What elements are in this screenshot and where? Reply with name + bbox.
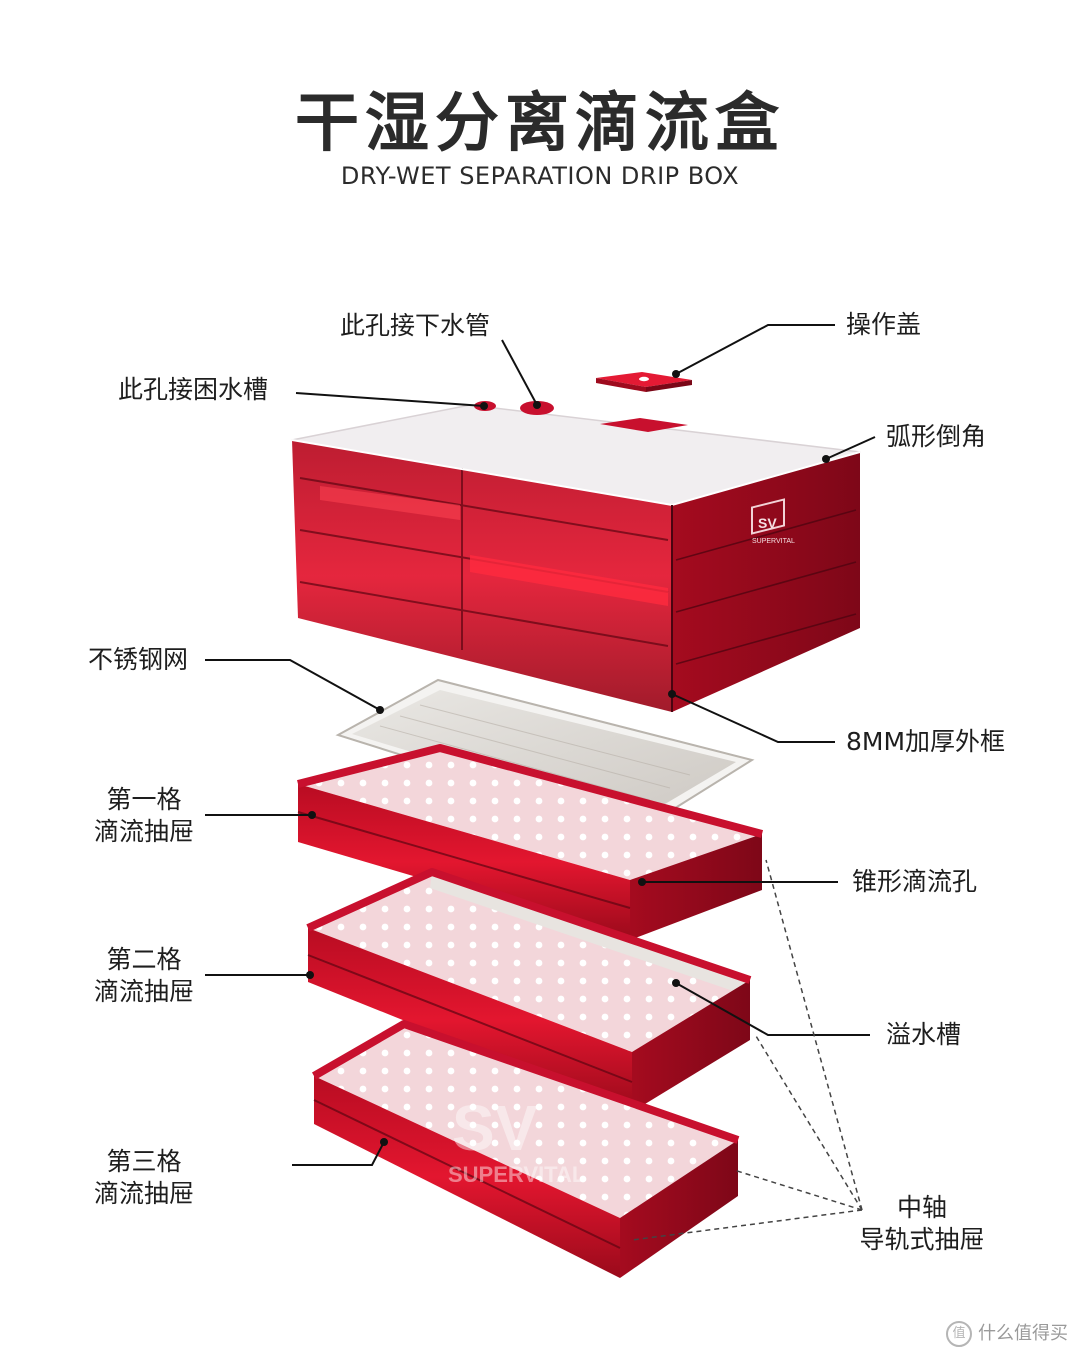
label-operation-lid: 操作盖: [846, 310, 922, 339]
box-side-face: [672, 452, 860, 712]
label-overflow-groove: 溢水槽: [886, 1020, 962, 1049]
page-title: 干湿分离滴流盒: [295, 87, 785, 161]
steel-mesh-panel: [335, 678, 755, 832]
label-drawer-1: 第一格 滴流抽屉: [88, 784, 200, 848]
drawer-3: SV SUPERVITAL: [311, 1020, 740, 1278]
svg-text:SUPERVITAL: SUPERVITAL: [448, 1162, 585, 1187]
page-subtitle: DRY-WET SEPARATION DRIP BOX: [340, 162, 740, 190]
label-drawer-3-line1: 第三格: [106, 1147, 182, 1176]
label-rail-line2: 导轨式抽屉: [859, 1225, 985, 1254]
label-drain-pipe-hole: 此孔接下水管: [340, 311, 491, 340]
operation-lid: [596, 372, 692, 392]
drawer-2: [306, 868, 752, 1112]
label-rail: 中轴 导轨式抽屉: [852, 1192, 992, 1256]
label-drawer-2-line2: 滴流抽屉: [93, 977, 194, 1006]
lid-opening: [600, 418, 688, 432]
outer-box: SV SUPERVITAL: [291, 401, 861, 712]
svg-text:SV: SV: [452, 1092, 538, 1164]
watermark-text: 什么值得买: [978, 1323, 1068, 1344]
drawer-1: [297, 744, 764, 940]
label-drawer-3: 第三格 滴流抽屉: [88, 1146, 200, 1210]
label-rail-line1: 中轴: [896, 1193, 947, 1222]
label-trap-tank-hole: 此孔接困水槽: [118, 375, 269, 404]
label-thick-frame: 8MM加厚外框: [846, 727, 1006, 756]
label-drawer-2: 第二格 滴流抽屉: [88, 944, 200, 1008]
watermark: 值什么值得买: [946, 1319, 1068, 1347]
label-drawer-1-line2: 滴流抽屉: [93, 817, 194, 846]
label-drawer-1-line1: 第一格: [106, 785, 182, 814]
box-logo: SV SUPERVITAL: [751, 498, 795, 545]
svg-text:SV: SV: [758, 515, 777, 531]
site-logo-icon: 值: [946, 1321, 972, 1347]
label-steel-mesh: 不锈钢网: [88, 645, 189, 674]
label-arc-corner: 弧形倒角: [886, 422, 987, 451]
label-drawer-3-line2: 滴流抽屉: [93, 1179, 194, 1208]
label-tapered-holes: 锥形滴流孔: [852, 867, 978, 896]
svg-text:SUPERVITAL: SUPERVITAL: [752, 538, 795, 545]
label-drawer-2-line1: 第二格: [106, 945, 182, 974]
